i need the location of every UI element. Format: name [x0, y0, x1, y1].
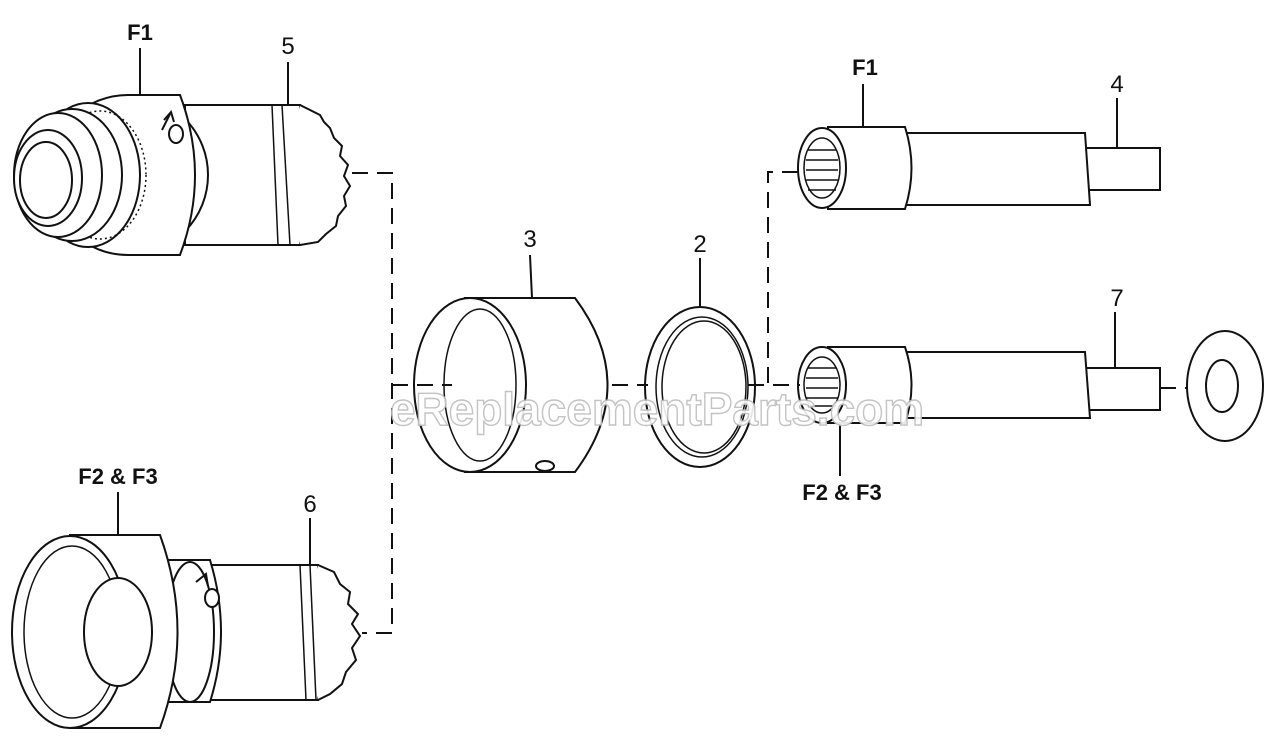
callout-f2f3-right: F2 & F3: [802, 480, 881, 505]
part-3-sleeve: [413, 297, 609, 473]
part-5-coupling-f1: [13, 94, 352, 256]
part-number-7: 7: [1110, 285, 1123, 312]
callout-f1-right: F1: [852, 55, 878, 80]
assembly-dashed-lines: [352, 171, 1188, 634]
part-4-shaft-f1: [797, 126, 1161, 210]
watermark-text: eReplacementParts.com: [390, 383, 924, 435]
part-2-ring: [644, 306, 756, 468]
part-number-5: 5: [281, 33, 294, 60]
part-number-6: 6: [303, 491, 316, 518]
callout-f1-left: F1: [127, 20, 153, 45]
leader-lines: [117, 48, 1118, 565]
part-number-3: 3: [523, 226, 536, 253]
part-6-coupling-f2f3: [11, 534, 362, 729]
part-number-4: 4: [1110, 71, 1123, 98]
part-number-2: 2: [693, 231, 706, 258]
callout-f2f3-left: F2 & F3: [78, 464, 157, 489]
part-7-shaft-f2f3: [797, 346, 1161, 424]
washer: [1186, 330, 1264, 442]
